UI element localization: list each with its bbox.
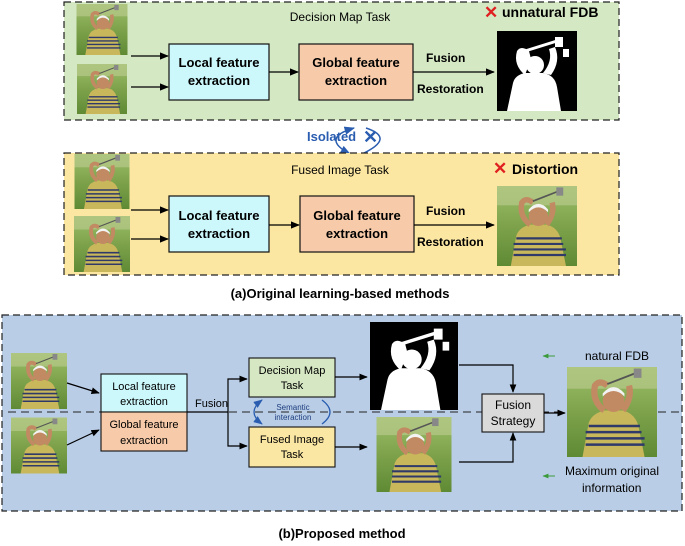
decision-map-output (497, 29, 577, 113)
fused-task-line1: Fused Image (260, 434, 324, 446)
golfer-photo (11, 417, 67, 474)
isolated-label: Isolated (307, 129, 356, 144)
info-line1: Maximum original (565, 464, 659, 478)
restoration-label: Restoration (417, 82, 484, 96)
curved-arrow-icon (335, 126, 356, 155)
proposed-method-panel: Local feature extraction Global feature … (1, 314, 683, 512)
fused-task-line2: Task (281, 449, 304, 461)
local-feature-line2: extraction (188, 226, 250, 241)
restoration-label: Restoration (417, 235, 484, 249)
curved-arrow-icon (321, 399, 331, 425)
caption-b: (b)Proposed method (278, 526, 405, 541)
cross-mark-icon: ✕ (484, 3, 498, 22)
global-feature-line1: Global feature (313, 208, 400, 223)
decision-task-title: Decision Map Task (290, 10, 391, 24)
fused-image-task-panel: Fused Image Task Local feature extractio… (63, 152, 620, 276)
global-feature-box (298, 43, 414, 101)
local-feature-line2: extraction (188, 73, 250, 88)
curved-arrow-icon (253, 399, 263, 425)
global-feature-line2: extraction (325, 73, 387, 88)
caption-a: (a)Original learning-based methods (231, 286, 450, 301)
fused-image-task-box (248, 426, 336, 468)
local-feature-line2: extraction (120, 396, 168, 408)
global-feature-line1: Global feature (109, 419, 178, 431)
global-feature-box (299, 195, 415, 253)
decision-map-task-panel: Decision Map Task Local feature extracti… (63, 1, 620, 121)
local-feature-box (100, 373, 188, 413)
distortion-label: Distortion (512, 161, 578, 177)
golfer-photo (11, 353, 67, 409)
fusion-strategy-line1: Fusion (495, 398, 531, 412)
fusion-label: Fusion (195, 398, 228, 410)
semantic-line2: interaction (275, 413, 312, 422)
fused-image-output (377, 417, 452, 492)
local-feature-box (168, 195, 270, 253)
final-fused-image (567, 367, 657, 457)
info-line2: information (582, 481, 641, 495)
natural-fdb-label: natural FDB (585, 349, 649, 363)
golfer-photo (73, 154, 131, 209)
golfer-photo (74, 4, 130, 55)
isolated-indicator: Isolated ✕ (307, 126, 381, 155)
local-feature-line1: Local feature (112, 381, 176, 393)
local-feature-line1: Local feature (179, 55, 260, 70)
semantic-line1: Semantic (276, 403, 309, 412)
global-feature-line2: extraction (326, 226, 388, 241)
cross-mark-icon: ✕ (363, 127, 378, 147)
fusion-label: Fusion (426, 51, 465, 65)
local-feature-line1: Local feature (179, 208, 260, 223)
global-feature-box (100, 411, 188, 452)
fusion-label: Fusion (426, 204, 465, 218)
decision-task-line2: Task (281, 380, 304, 392)
global-feature-line1: Global feature (312, 55, 399, 70)
fusion-strategy-line2: Strategy (491, 414, 536, 428)
unnatural-fdb-label: unnatural FDB (502, 4, 598, 20)
local-feature-box (168, 43, 270, 101)
golfer-photo (75, 64, 129, 114)
curved-arrow-icon (361, 127, 381, 155)
decision-map-output (369, 322, 459, 410)
global-feature-line2: extraction (120, 435, 168, 447)
distorted-fused-image (497, 186, 577, 266)
fused-task-title: Fused Image Task (291, 163, 390, 177)
decision-task-line1: Decision Map (259, 365, 326, 377)
cross-mark-icon: ✕ (493, 159, 507, 178)
golfer-photo (73, 216, 131, 272)
